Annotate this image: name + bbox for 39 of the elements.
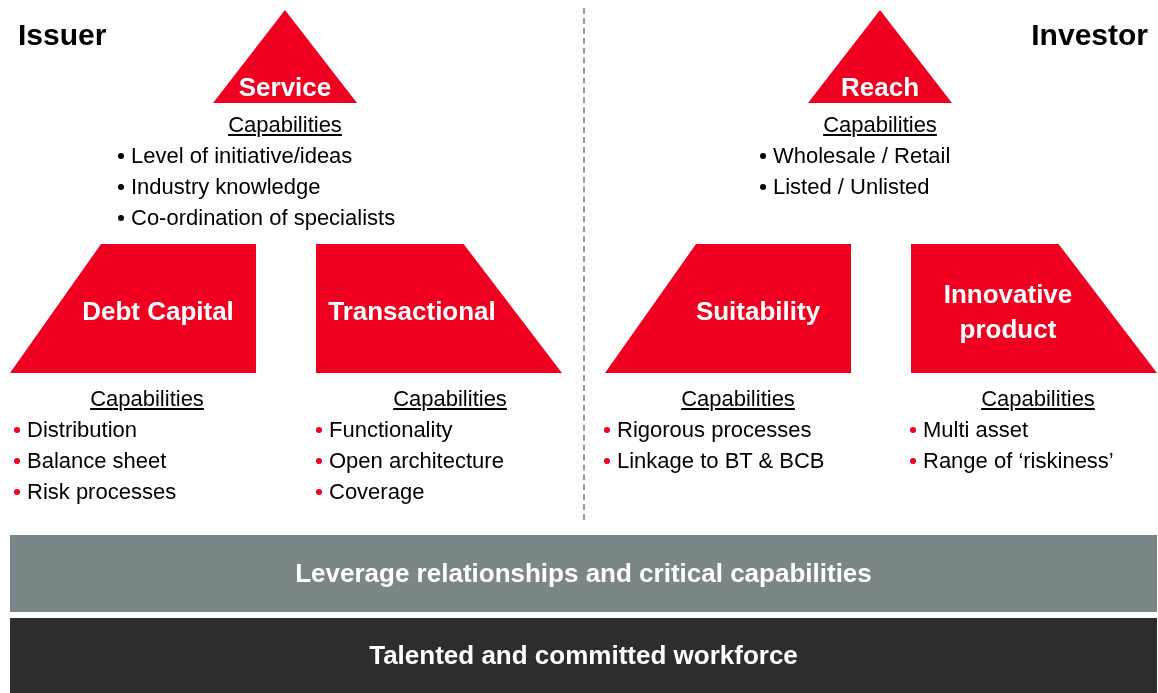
banner-text: Talented and committed workforce: [369, 640, 798, 671]
list-heading: Capabilities: [981, 386, 1095, 412]
shape-label: Service: [238, 71, 332, 105]
list-item-text: Coverage: [329, 479, 425, 505]
shape-label: Innovative product: [942, 277, 1074, 346]
list-item-text: Multi asset: [923, 417, 1029, 443]
banner-bar: [10, 618, 1157, 693]
list-item-text: Rigorous processes: [617, 417, 812, 443]
trapezoid-shape: [10, 244, 256, 373]
triangle-shape: [213, 10, 357, 103]
shape-label: Reach: [841, 71, 919, 105]
trapezoid-shape: [316, 244, 562, 373]
list-item-text: Co-ordination of specialists: [131, 205, 396, 231]
list-item-text: Wholesale / Retail: [773, 143, 951, 169]
list-item-text: Linkage to BT & BCB: [617, 448, 825, 474]
list-heading: Capabilities: [393, 386, 507, 412]
list-item-text: Open architecture: [329, 448, 504, 474]
list-item-text: Level of initiative/ideas: [131, 143, 353, 169]
banner-text: Leverage relationships and critical capabilities: [295, 558, 872, 589]
list-heading: Capabilities: [823, 112, 937, 138]
shape-label: Debt Capital: [82, 295, 234, 329]
list-item-text: Industry knowledge: [131, 174, 321, 200]
list-item-text: Distribution: [27, 417, 138, 443]
triangle-shape: [808, 10, 952, 103]
list-item-text: Listed / Unlisted: [773, 174, 930, 200]
list-item-text: Balance sheet: [27, 448, 167, 474]
list-item-text: Functionality: [329, 417, 453, 443]
shape-label: Transactional: [328, 295, 496, 329]
trapezoid-shape: [605, 244, 851, 373]
list-item-text: Range of ‘riskiness’: [923, 448, 1114, 474]
list-item-text: Risk processes: [27, 479, 177, 505]
list-heading: Capabilities: [228, 112, 342, 138]
shape-label: Suitability: [695, 295, 821, 329]
list-heading: Capabilities: [90, 386, 204, 412]
column-title: Investor: [1031, 18, 1148, 52]
list-heading: Capabilities: [681, 386, 795, 412]
column-title: Issuer: [18, 18, 107, 52]
trapezoid-shape: [911, 244, 1157, 373]
banner-bar: [10, 535, 1157, 612]
